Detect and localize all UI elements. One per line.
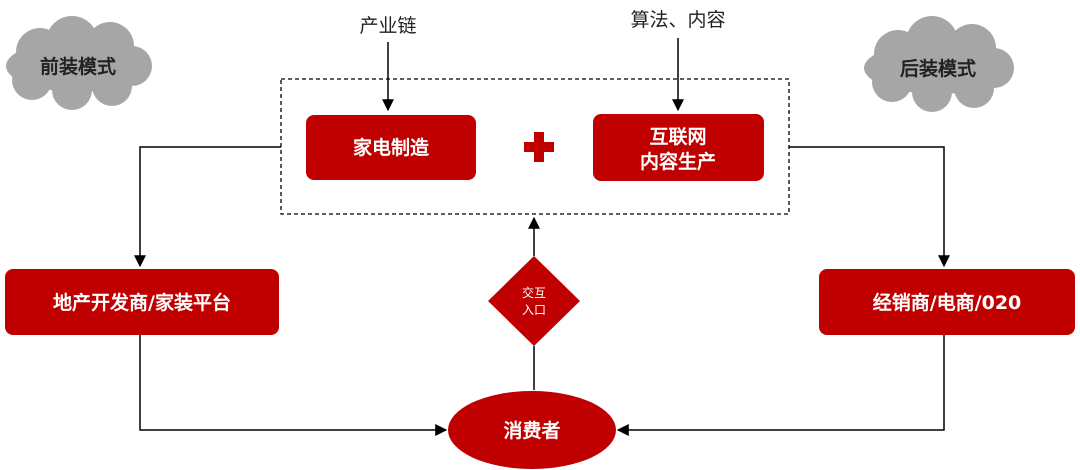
dealer-ecommerce-box: 经销商/电商/020 <box>819 269 1075 335</box>
consumer-label: 消费者 <box>503 419 560 442</box>
algorithm-content-label: 算法、内容 <box>630 9 725 31</box>
interaction-label: 交互 <box>522 285 546 300</box>
after-install-cloud: 后装模式 <box>864 16 1014 112</box>
entry-label: 入口 <box>522 303 546 317</box>
appliance-manufacturing-label: 家电制造 <box>353 136 430 159</box>
appliance-manufacturing-box: 家电制造 <box>306 115 476 180</box>
internet-label: 互联网 <box>649 126 706 148</box>
consumer-ellipse: 消费者 <box>448 391 616 469</box>
after-install-label: 后装模式 <box>900 57 976 80</box>
plus-icon: + <box>524 132 554 162</box>
developer-platform-label: 地产开发商/家装平台 <box>53 291 231 314</box>
right-top-connector <box>789 146 950 268</box>
dealer-ecommerce-label: 经销商/电商/020 <box>873 291 1022 314</box>
right-bottom-connector <box>616 335 945 436</box>
internet-content-box: 互联网 内容生产 <box>593 114 764 181</box>
front-install-cloud: 前装模式 <box>6 16 152 110</box>
left-top-connector <box>134 146 281 268</box>
content-production-label: 内容生产 <box>640 150 716 173</box>
front-install-label: 前装模式 <box>40 55 116 78</box>
interaction-entry-diamond: 交互 入口 <box>488 256 580 346</box>
industry-chain-label: 产业链 <box>359 15 416 37</box>
left-bottom-connector <box>139 335 448 436</box>
developer-platform-box: 地产开发商/家装平台 <box>5 269 279 335</box>
